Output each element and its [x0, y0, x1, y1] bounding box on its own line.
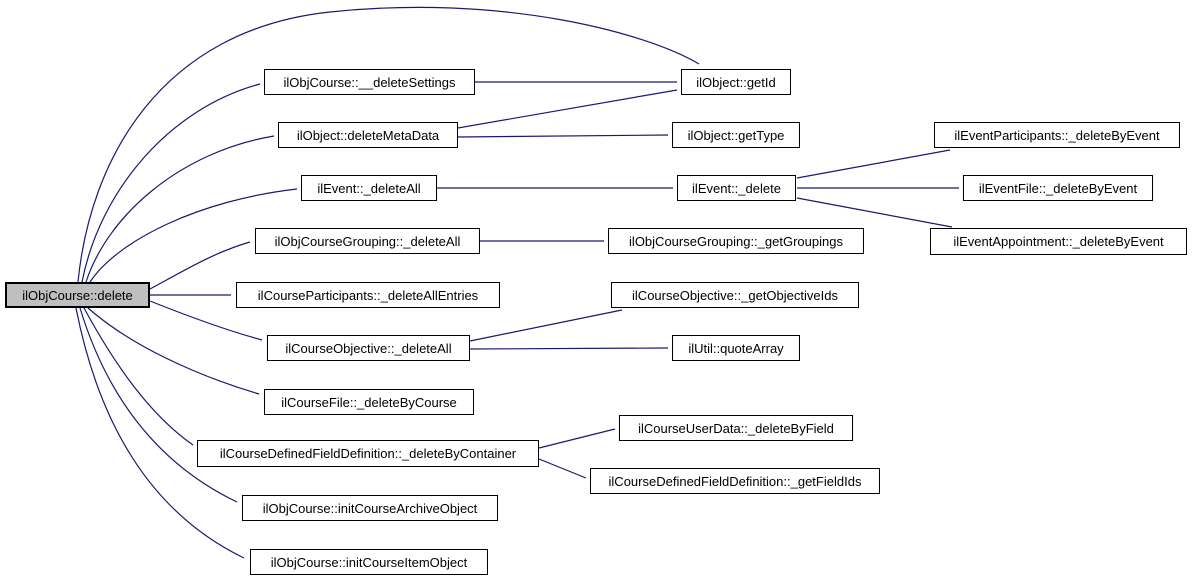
node-getObjectiveIds[interactable]: ilCourseObjective::_getObjectiveIds — [611, 282, 859, 308]
edge-eventDelete-to-participantsByEvent — [796, 149, 951, 179]
node-getGroupings[interactable]: ilObjCourseGrouping::_getGroupings — [608, 228, 864, 254]
edge-deleteMetaData-to-getId — [457, 89, 678, 129]
edge-delete-to-initCourseItem — [75, 307, 245, 559]
edge-delete-to-deleteByCourse — [87, 307, 260, 395]
node-initCourseArchive[interactable]: ilObjCourse::initCourseArchiveObject — [242, 495, 498, 521]
edge-delete-to-deleteByContainer — [83, 307, 194, 446]
edge-objectiveDeleteAll-to-getObjectiveIds — [469, 309, 623, 342]
node-getFieldIds[interactable]: ilCourseDefinedFieldDefinition::_getFiel… — [590, 468, 880, 494]
edge-delete-to-objectiveDeleteAll — [149, 300, 263, 341]
edge-delete-to-deleteSettings — [81, 83, 261, 283]
node-getType[interactable]: ilObject::getType — [672, 122, 800, 148]
node-deleteMetaData[interactable]: ilObject::deleteMetaData — [278, 122, 458, 148]
node-objectiveDeleteAll[interactable]: ilCourseObjective::_deleteAll — [267, 335, 470, 361]
edge-deleteByContainer-to-deleteByField — [538, 428, 616, 449]
node-deleteByField[interactable]: ilCourseUserData::_deleteByField — [619, 415, 853, 441]
node-getId[interactable]: ilObject::getId — [681, 69, 791, 95]
node-fileByEvent[interactable]: ilEventFile::_deleteByEvent — [963, 175, 1153, 201]
node-eventDelete[interactable]: ilEvent::_delete — [677, 175, 796, 201]
node-groupingDeleteAll[interactable]: ilObjCourseGrouping::_deleteAll — [255, 228, 480, 254]
edge-deleteMetaData-to-getType — [457, 134, 669, 138]
node-participantsByEvent[interactable]: ilEventParticipants::_deleteByEvent — [934, 122, 1180, 148]
edge-delete-to-initCourseArchive — [79, 307, 238, 503]
node-deleteSettings[interactable]: ilObjCourse::__deleteSettings — [264, 69, 475, 95]
edge-delete-to-eventDeleteAll — [89, 188, 298, 283]
edge-eventDelete-to-appointmentByEvent — [796, 197, 953, 228]
node-deleteByContainer[interactable]: ilCourseDefinedFieldDefinition::_deleteB… — [197, 440, 539, 467]
node-initCourseItem[interactable]: ilObjCourse::initCourseItemObject — [250, 549, 488, 575]
node-deleteAllEntries[interactable]: ilCourseParticipants::_deleteAllEntries — [236, 282, 500, 308]
edge-delete-to-getId — [77, 6, 700, 283]
node-appointmentByEvent[interactable]: ilEventAppointment::_deleteByEvent — [930, 228, 1187, 255]
node-quoteArray[interactable]: ilUtil::quoteArray — [672, 335, 800, 361]
node-deleteByCourse[interactable]: ilCourseFile::_deleteByCourse — [264, 389, 474, 415]
node-eventDeleteAll[interactable]: ilEvent::_deleteAll — [301, 175, 437, 201]
edge-delete-to-deleteMetaData — [85, 135, 275, 283]
node-delete: ilObjCourse::delete — [5, 282, 150, 308]
edge-objectiveDeleteAll-to-quoteArray — [469, 347, 669, 350]
edge-delete-to-groupingDeleteAll — [149, 241, 251, 290]
edge-deleteByContainer-to-getFieldIds — [538, 458, 587, 479]
